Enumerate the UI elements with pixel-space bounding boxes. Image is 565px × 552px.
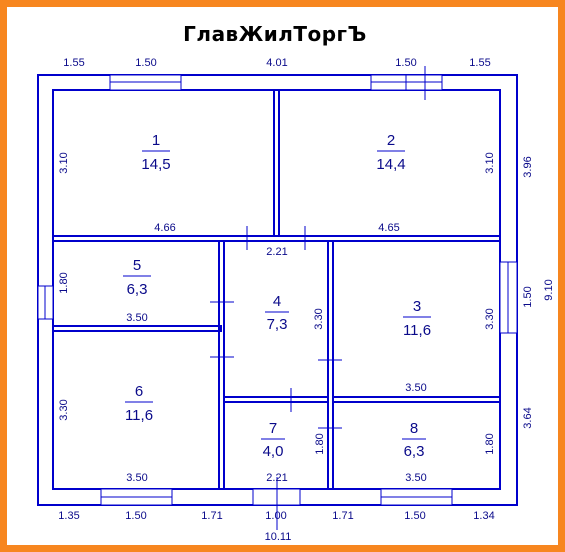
interior-walls (52, 89, 501, 490)
dim-top-5: 1.55 (469, 57, 490, 69)
dim-room5-height: 1.80 (58, 272, 70, 293)
dim-room3-height: 3.30 (484, 308, 496, 329)
dim-right-3: 3.64 (522, 407, 534, 428)
outer-wall-outline (37, 74, 518, 506)
room-6-number: 6 (135, 383, 143, 400)
dim-room7-width: 2.21 (266, 472, 287, 484)
door-marks (210, 66, 426, 530)
dim-room1-height: 3.10 (58, 152, 70, 173)
room-7-number: 7 (269, 420, 277, 437)
dim-room3-width: 3.50 (405, 382, 426, 394)
dim-bottom-4: 1.00 (265, 510, 286, 522)
room-3-area: 11,6 (403, 322, 431, 339)
plan-title: ГлавЖилТоргЪ (183, 22, 367, 46)
dim-bottom-6: 1.50 (404, 510, 425, 522)
dim-room2-height: 3.10 (484, 152, 496, 173)
dim-bottom-5: 1.71 (332, 510, 353, 522)
dim-room5-width: 3.50 (126, 312, 147, 324)
room-6-area: 11,6 (125, 407, 153, 424)
dim-total-width: 10.11 (265, 531, 292, 543)
dim-top-1: 1.55 (63, 57, 84, 69)
dim-bottom-1: 1.35 (58, 510, 79, 522)
dim-room1-width: 4.66 (154, 222, 175, 234)
room-2-area: 14,4 (376, 156, 405, 173)
dim-bottom-2: 1.50 (125, 510, 146, 522)
outer-dimensions: 1.55 1.50 4.01 1.50 1.55 1.35 1.50 1.71 … (58, 57, 555, 543)
room-labels: 1 14,5 2 14,4 3 11,6 4 7,3 5 6,3 6 11,6 … (123, 132, 431, 460)
inner-dimensions: 4.66 3.10 4.65 3.10 2.21 1.80 3.50 3.30 … (58, 152, 496, 484)
dim-room8-width: 3.50 (405, 472, 426, 484)
room-4-area: 7,3 (267, 316, 288, 333)
room-5-number: 5 (133, 257, 141, 274)
dim-bottom-3: 1.71 (201, 510, 222, 522)
dim-room7-height: 1.80 (314, 433, 326, 454)
room-3-number: 3 (413, 298, 421, 315)
dim-right-1: 3.96 (522, 156, 534, 177)
room-1-area: 14,5 (141, 156, 170, 173)
room-5-area: 6,3 (127, 281, 148, 298)
dim-right-2: 1.50 (522, 286, 534, 307)
dim-total-height: 9.10 (543, 279, 555, 300)
dim-top-4: 1.50 (395, 57, 416, 69)
room-8-area: 6,3 (404, 443, 425, 460)
dim-room6-height: 3.30 (58, 399, 70, 420)
room-8-number: 8 (410, 420, 418, 437)
dim-bottom-7: 1.34 (473, 510, 494, 522)
windows (37, 74, 518, 506)
dim-room6-width: 3.50 (126, 472, 147, 484)
dim-room4-height: 3.30 (313, 308, 325, 329)
room-1-number: 1 (152, 132, 160, 149)
dim-corridor-width: 2.21 (266, 246, 287, 258)
room-7-area: 4,0 (263, 443, 284, 460)
dim-top-2: 1.50 (135, 57, 156, 69)
dim-top-3: 4.01 (266, 57, 287, 69)
room-2-number: 2 (387, 132, 395, 149)
dim-room2-width: 4.65 (378, 222, 399, 234)
dim-room8-height: 1.80 (484, 433, 496, 454)
room-4-number: 4 (273, 293, 281, 310)
